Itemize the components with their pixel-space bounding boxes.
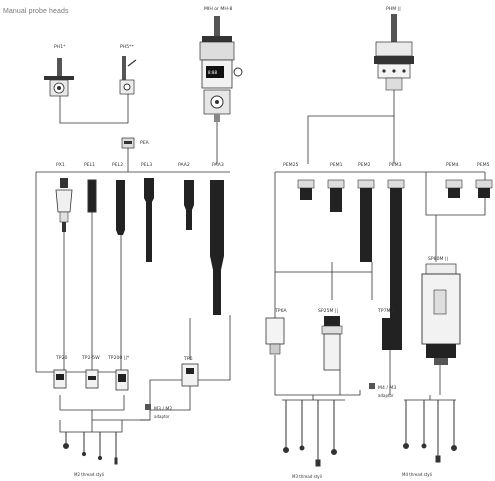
- mih-head[interactable]: 8:88: [199, 16, 243, 122]
- m4-styli[interactable]: [403, 400, 457, 463]
- pem25-extension[interactable]: [297, 179, 315, 200]
- tp200-label: TP200 ||*: [107, 355, 130, 361]
- pel2-label: PEL2: [112, 162, 123, 168]
- tp20-label: TP20: [55, 355, 67, 361]
- ph5-head[interactable]: [119, 56, 137, 95]
- tp7m-label: TP7M ||: [377, 308, 395, 314]
- paa3-label: PAA3: [212, 162, 224, 168]
- m3-styli[interactable]: [283, 400, 337, 467]
- tp20-probe[interactable]: [53, 369, 67, 389]
- m3-m2-label: M3 / M2: [154, 406, 172, 412]
- pel1-extension[interactable]: [87, 179, 97, 213]
- pem25-label: PEM25: [283, 162, 299, 168]
- paa2-label: PAA2: [178, 162, 190, 168]
- m4-m3-adaptor-icon[interactable]: [369, 383, 375, 389]
- pem3-extension[interactable]: [387, 179, 405, 350]
- mih-label: MIH or MH-8: [204, 6, 232, 12]
- tp2-5w-probe[interactable]: [85, 369, 99, 389]
- paa3-extension[interactable]: [210, 180, 224, 315]
- tp7m-probe[interactable]: [382, 318, 398, 350]
- sp80m-probe[interactable]: [421, 263, 461, 365]
- connector-phm: [307, 90, 395, 164]
- pem1-label: PEM1: [330, 162, 343, 168]
- tp6-label: TP6: [183, 356, 193, 362]
- pea-label: PEA: [140, 140, 150, 146]
- pel3-label: PEL3: [141, 162, 152, 168]
- page-title: Manual probe heads: [3, 8, 69, 15]
- pem5-extension[interactable]: [475, 179, 493, 198]
- pem3-label: PEM3: [389, 162, 402, 168]
- connector-ph1-ph5: [59, 94, 129, 124]
- sp80m-label: SP80M ||: [428, 256, 448, 262]
- m3-m2-adaptor-icon[interactable]: [145, 404, 151, 410]
- pem4-extension[interactable]: [445, 179, 463, 198]
- pem1-extension[interactable]: [327, 179, 345, 212]
- phm-label: PHM ||: [386, 6, 401, 12]
- ph1-label: PH1*: [54, 44, 66, 50]
- paa2-extension[interactable]: [184, 180, 194, 230]
- tp2-5w-label: TP2-5W: [81, 355, 100, 361]
- pea-extension[interactable]: [121, 137, 135, 149]
- pem5-label: PEM5: [477, 162, 490, 168]
- tp6a-probe[interactable]: [265, 317, 285, 355]
- px1-label: PX1: [56, 162, 65, 168]
- pel2-extension[interactable]: [116, 180, 125, 235]
- phm-head[interactable]: [374, 14, 414, 91]
- tp6-probe[interactable]: [181, 363, 199, 387]
- m3-styli-label: M3 thread styli: [292, 474, 322, 479]
- px1-probe[interactable]: [55, 178, 73, 232]
- m3-m2-sublabel: adaptor: [154, 414, 170, 419]
- sp25m-label: SP25M ||: [318, 308, 338, 314]
- pem2-extension[interactable]: [357, 179, 375, 262]
- sp25m-probe[interactable]: [321, 316, 343, 371]
- tp6a-label: TP6A: [274, 308, 287, 314]
- m2-styli-label: M2 thread styli: [74, 472, 104, 477]
- svg-text:8:88: 8:88: [208, 70, 217, 75]
- pem4-label: PEM4: [446, 162, 459, 168]
- m4-styli-label: M4 thread styli: [402, 472, 432, 477]
- pem2-label: PEM2: [358, 162, 371, 168]
- m4-m3-label: M4 / M3: [378, 385, 396, 391]
- pel3-extension[interactable]: [144, 178, 154, 262]
- tp200-probe[interactable]: [115, 369, 129, 391]
- pel1-label: PEL1: [84, 162, 95, 168]
- m2-styli[interactable]: [63, 432, 118, 465]
- ph1-head[interactable]: [44, 58, 74, 97]
- ph5-label: PH5**: [120, 44, 134, 50]
- m4-m3-sublabel: adaptor: [378, 393, 394, 398]
